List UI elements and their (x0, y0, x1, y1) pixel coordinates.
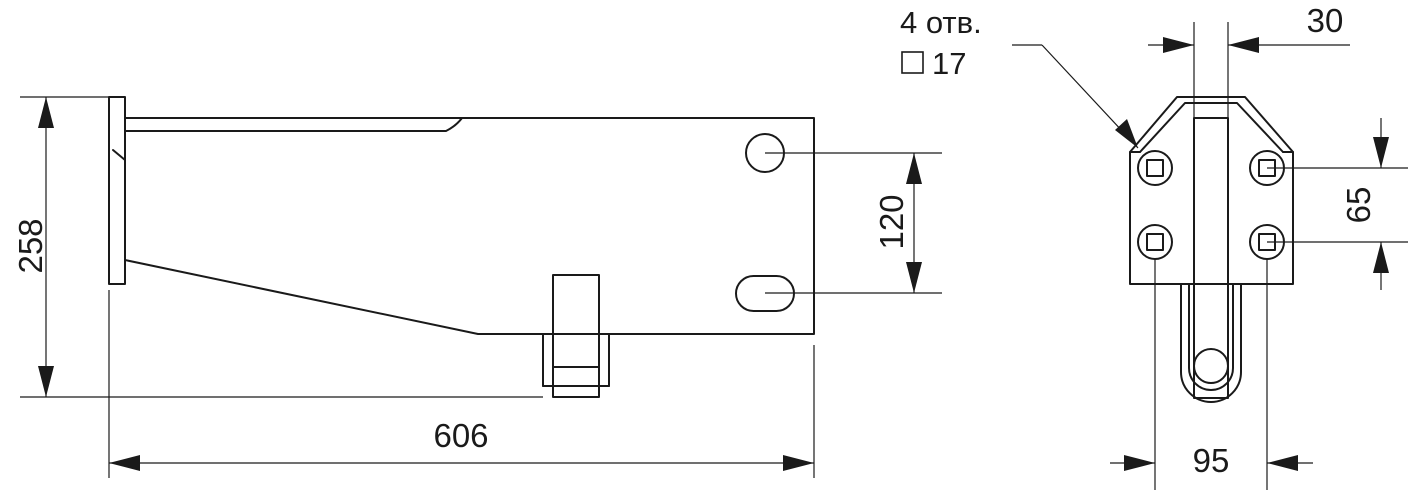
mounting-plate (108, 96, 126, 285)
dim-length-label: 606 (433, 417, 488, 454)
front-plate (1129, 96, 1294, 285)
square-symbol-icon (901, 51, 924, 74)
hole-top-left (1137, 150, 1173, 186)
arrow-left (109, 455, 140, 471)
front-view (1129, 96, 1294, 403)
roller-bracket (542, 333, 610, 387)
arrow-120-down (906, 262, 922, 293)
side-view (108, 96, 815, 398)
arrow-30-right (1228, 37, 1259, 53)
top-rod (124, 117, 463, 132)
arrow-120-up (906, 153, 922, 184)
roller-clamp (542, 274, 610, 398)
holes-size-label: 17 (932, 46, 966, 81)
dim-front-horizontal-label: 95 (1193, 442, 1230, 479)
arrow-65-up (1373, 242, 1389, 273)
front-view-dimensions: 30 65 95 (1012, 2, 1408, 490)
side-view-dimensions: 258 606 120 (12, 96, 942, 478)
arm-body (124, 117, 815, 335)
holes-count-label: 4 отв. (900, 5, 982, 40)
dim-hole-spacing-label: 120 (873, 194, 910, 249)
front-roller-outer (1180, 283, 1242, 403)
front-arm (1193, 117, 1229, 399)
front-roller-pin (1193, 348, 1229, 384)
arrow-95-right (1267, 455, 1298, 471)
leader-arrow (1115, 119, 1138, 148)
arrow-right (783, 455, 814, 471)
arrow-up (38, 97, 54, 128)
arrow-95-left (1124, 455, 1155, 471)
holes-note: 4 отв. 17 (900, 5, 982, 81)
dim-height-label: 258 (12, 218, 49, 273)
arrow-65-down (1373, 137, 1389, 168)
arrow-30-left (1163, 37, 1194, 53)
front-plate-chamfer (1139, 102, 1284, 153)
dim-front-vertical-label: 65 (1340, 187, 1377, 224)
dim-flange-label: 30 (1307, 2, 1344, 39)
plate-gusset (112, 130, 126, 161)
hole-bottom-left (1137, 224, 1173, 260)
front-roller-inner (1188, 283, 1234, 391)
roller-housing (552, 274, 600, 398)
arrow-down (38, 366, 54, 397)
